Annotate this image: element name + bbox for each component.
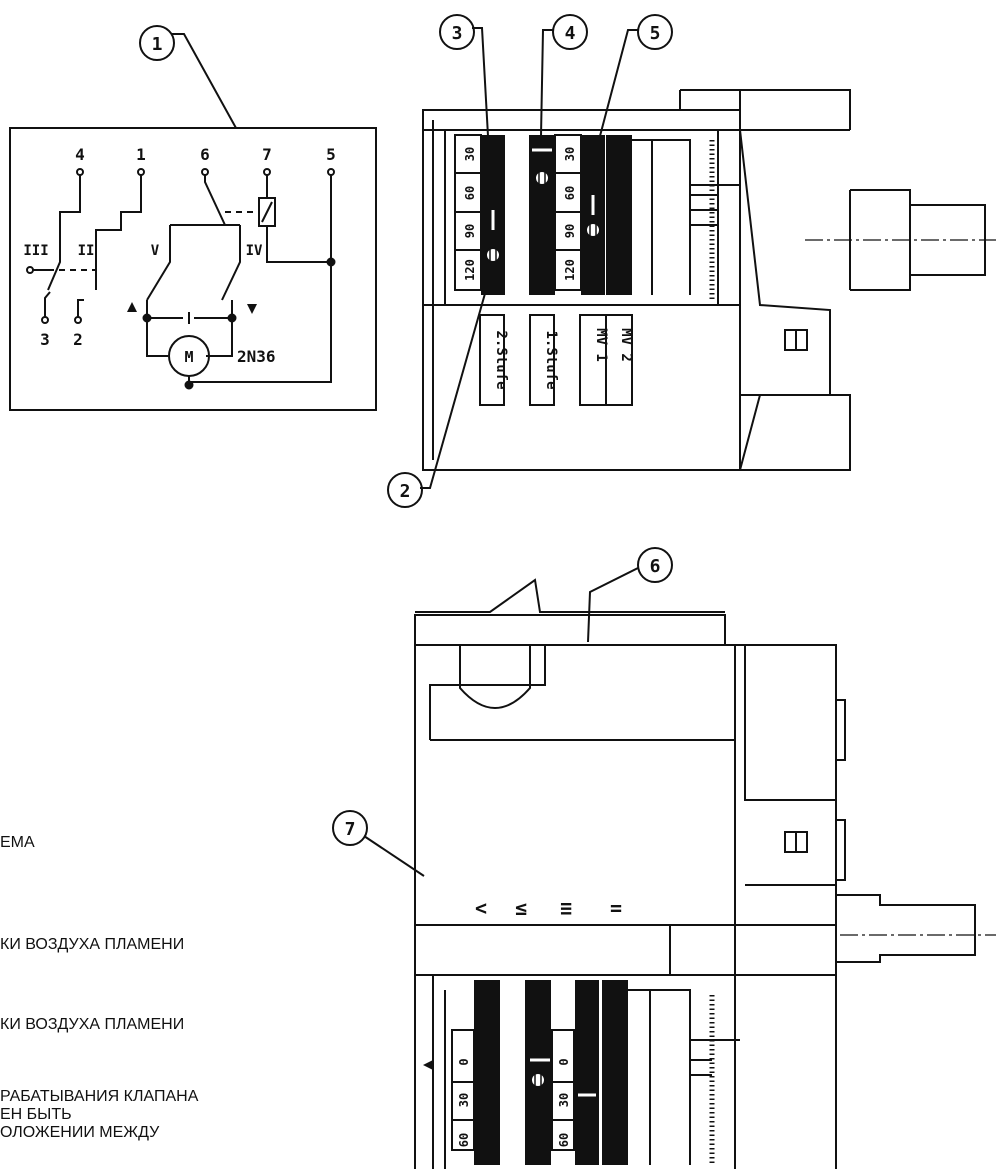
- svg-text:5: 5: [650, 23, 661, 44]
- scale-top-90: 90: [463, 224, 477, 238]
- direction-arrow-4: =: [610, 896, 622, 920]
- terminal-6: 6: [200, 145, 210, 164]
- callout-3: 3: [439, 14, 489, 137]
- callout-2: 2: [387, 289, 487, 508]
- wiring-diagram-frame: [9, 127, 377, 411]
- svg-text:2: 2: [400, 481, 411, 502]
- wiring-diagram: 4 1 6 7 5 3 2: [9, 127, 377, 411]
- legend-line-2: КИ ВОЗДУХА ПЛАМЕНИ: [0, 936, 185, 953]
- callout-1: 1: [139, 25, 237, 129]
- direction-arrow-3: ≡: [560, 896, 572, 920]
- mv1-label: MV 1: [593, 328, 609, 362]
- svg-text:4: 4: [565, 23, 576, 44]
- stage-2-label: 2.Stufe: [493, 330, 509, 389]
- side-scale-right-60: 60: [557, 1133, 571, 1147]
- callout-4: 4: [540, 14, 588, 137]
- switch-v-label: V: [151, 243, 160, 259]
- svg-text:3: 3: [452, 23, 463, 44]
- legend-line-3: КИ ВОЗДУХА ПЛАМЕНИ: [0, 1016, 185, 1033]
- callout-7: 7: [332, 810, 425, 877]
- terminal-3: 3: [40, 330, 50, 349]
- direction-arrow-2: ≤: [515, 896, 527, 920]
- side-scale-right-30: 30: [557, 1093, 571, 1107]
- svg-text:6: 6: [650, 556, 661, 577]
- terminal-2: 2: [73, 330, 83, 349]
- side-scale-left-30: 30: [457, 1093, 471, 1107]
- terminal-7: 7: [262, 145, 272, 164]
- svg-text:7: 7: [345, 819, 356, 840]
- switch-iii-label: III: [23, 243, 48, 259]
- scale-top-120: 120: [463, 259, 477, 281]
- switch-ii-label: II: [78, 243, 95, 259]
- callout-6: 6: [587, 547, 673, 643]
- scale-right-30: 30: [563, 147, 577, 161]
- actuator-top-view: 30 60 90 120 30 60 90 120 2.Stufe 1.Stuf…: [422, 89, 996, 471]
- legend-line-4: РАБАТЫВАНИЯ КЛАПАНА: [0, 1088, 199, 1105]
- scale-right-90: 90: [563, 224, 577, 238]
- side-scale-right-0: 0: [557, 1058, 571, 1065]
- svg-text:1: 1: [152, 34, 163, 55]
- motor-label: M: [184, 348, 193, 366]
- terminal-1: 1: [136, 145, 146, 164]
- callout-5: 5: [599, 14, 673, 137]
- scale-right-60: 60: [563, 186, 577, 200]
- legend-line-1: ЕМА: [0, 834, 35, 851]
- legend-line-5: ЕН БЫТЬ: [0, 1106, 72, 1123]
- side-scale-left-60: 60: [457, 1133, 471, 1147]
- scale-right-120: 120: [563, 259, 577, 281]
- side-scale-left-0: 0: [457, 1058, 471, 1065]
- actuator-side-view: < ≤ ≡ = 0 30 60 0 30 60: [414, 578, 996, 1169]
- terminal-5: 5: [326, 145, 336, 164]
- scale-top-60: 60: [463, 186, 477, 200]
- stage-1-label: 1.Stufe: [543, 330, 559, 389]
- direction-arrow-1: <: [475, 896, 487, 920]
- switch-iv-label: IV: [246, 243, 263, 259]
- scale-top-30: 30: [463, 147, 477, 161]
- legend-line-6: ОЛОЖЕНИИ МЕЖДУ: [0, 1124, 160, 1141]
- mv2-label: MV 2: [618, 328, 634, 362]
- terminal-4: 4: [75, 145, 85, 164]
- model-label: 2N36: [237, 347, 276, 366]
